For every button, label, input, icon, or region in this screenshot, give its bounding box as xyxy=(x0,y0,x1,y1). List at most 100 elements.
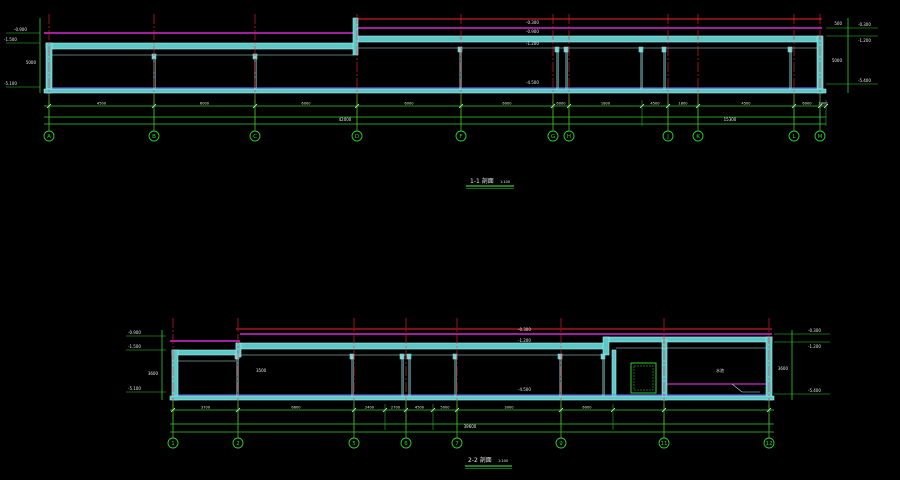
s2-bay-dim: 3700 xyxy=(201,406,211,410)
s1-grid-label: F xyxy=(459,134,462,140)
s1-grid-label: G xyxy=(551,134,555,140)
s1-grid-label: M xyxy=(818,134,823,140)
s2-bay-dim: 3000 xyxy=(504,406,514,410)
s1-bay-dim: 6000 xyxy=(200,102,210,106)
s2-grid-label: 5 xyxy=(352,441,356,447)
s1-bay-dim: 2400 xyxy=(818,102,828,106)
s2-bay-dim: 6600 xyxy=(291,406,301,410)
s1-right-elev-3: -5.400 xyxy=(858,78,871,83)
s1-grid-label: H xyxy=(567,134,571,140)
s1-bay-dim: 6000 xyxy=(301,102,311,106)
s1-grid-bubble xyxy=(351,130,363,142)
s1-total-dim-1: 42000 xyxy=(339,117,352,122)
s1-right-vdim-2: 500 xyxy=(834,21,842,26)
s2-top-mark-3: -4.500 xyxy=(518,387,531,392)
s1-bay-dim: 6000 xyxy=(404,102,414,106)
s2-bay-dim: 6000 xyxy=(582,406,592,410)
s1-top-mark-2: -0.900 xyxy=(526,29,539,34)
s1-grid-bubble xyxy=(547,130,559,142)
s1-grid-bubble xyxy=(692,130,704,142)
s2-grid-label: 6 xyxy=(404,441,408,447)
s2-pool-slope xyxy=(731,383,760,393)
s2-left-vdim-1: 3600 xyxy=(148,371,159,376)
s1-total-dim-2: 15300 xyxy=(724,117,737,122)
s1-grid-label: J xyxy=(666,134,669,140)
s1-bay-dim: 6000 xyxy=(502,102,512,106)
s2-total-dim-1: 39600 xyxy=(464,424,477,429)
s2-room-tag: 水池 xyxy=(716,367,724,373)
s1-grid-label: L xyxy=(792,134,796,140)
s2-bay-dim: 2400 xyxy=(365,406,375,410)
s2-wall-inner xyxy=(611,349,617,399)
s1-bay-dim: 4500 xyxy=(97,102,107,106)
s2-base-slab xyxy=(169,395,775,401)
s1-grid-bubble xyxy=(455,130,467,142)
s2-grid-bubble xyxy=(451,437,463,449)
s1-top-mark-4: -4.500 xyxy=(526,80,539,85)
s2-step-wall-2 xyxy=(602,336,610,356)
s2-grid-label: 2 xyxy=(236,441,240,447)
s1-bay-dim: 6000 xyxy=(802,102,812,106)
s2-roof-slab-mid xyxy=(235,342,609,350)
s1-right-elev-2: -1.200 xyxy=(858,38,871,43)
s2-right-vdim-1: 3600 xyxy=(778,366,789,371)
s1-grid-bubble xyxy=(43,130,55,142)
s2-wall-pool-left xyxy=(661,339,668,401)
s1-roof-slab-right xyxy=(355,35,823,43)
s2-grid-bubble xyxy=(555,437,567,449)
s1-grid-label: A xyxy=(47,134,51,140)
s2-grid-label: 11 xyxy=(661,441,668,447)
s2-roof-slab-low xyxy=(171,349,241,356)
s2-scale: 1:100 xyxy=(498,459,508,463)
s2-left-elev-3: -5.100 xyxy=(128,386,141,391)
s2-left-elev-2: -1.500 xyxy=(128,344,141,349)
s2-mid-vdim: 3500 xyxy=(256,368,267,373)
s1-right-vdim-1: 5000 xyxy=(832,58,843,63)
s2-grid-label: 9 xyxy=(559,441,563,447)
s2-grid-bubble xyxy=(658,437,670,449)
s2-top-mark-1: -0.300 xyxy=(518,327,531,332)
s2-grid-bubble xyxy=(167,437,179,449)
s1-roof-slab-left xyxy=(45,42,357,50)
s2-right-elev-2: -1.200 xyxy=(808,344,821,349)
s1-grid-bubble xyxy=(814,130,826,142)
s1-grid-bubble xyxy=(249,130,261,142)
s1-step-wall xyxy=(352,17,359,56)
s2-columns xyxy=(234,353,606,396)
s1-bay-dim: 4500 xyxy=(650,102,660,106)
s2-top-mark-2: -1.200 xyxy=(518,338,531,343)
s2-bay-dim: 4500 xyxy=(415,406,425,410)
s1-grid-label: K xyxy=(696,134,700,140)
s2-grid-bubble xyxy=(763,437,775,449)
s1-bay-dim: 6000 xyxy=(556,102,566,106)
s2-roof-slab-right xyxy=(603,336,773,343)
s2-bay-dim: 5000 xyxy=(440,406,450,410)
s2-grid-label: 1 xyxy=(171,441,175,447)
s2-grid-label: 7 xyxy=(455,441,459,447)
s2-grid-bubble xyxy=(400,437,412,449)
s1-grid-bubble xyxy=(563,130,575,142)
s1-title: 1-1 剖面 xyxy=(470,177,494,185)
s1-grid-label: C xyxy=(253,134,257,140)
s2-left-elev-1: -0.900 xyxy=(128,330,141,335)
s1-base-slab xyxy=(43,88,827,94)
s1-grid-bubble xyxy=(148,130,160,142)
s1-scale: 1:100 xyxy=(500,180,510,184)
s2-right-elev-1: -0.300 xyxy=(808,328,821,333)
s1-bay-dim: 4500 xyxy=(741,102,751,106)
s2-equipment-box xyxy=(630,362,657,394)
s1-top-mark-3: -1.200 xyxy=(526,41,539,46)
s1-grid-bubble xyxy=(662,130,674,142)
s1-top-mark-1: -0.300 xyxy=(526,20,539,25)
s1-left-elev-2: -1.500 xyxy=(4,37,17,42)
s1-grid-label: D xyxy=(355,134,359,140)
s2-equipment-box-inner xyxy=(633,365,654,391)
s2-grid-bubble xyxy=(232,437,244,449)
s1-left-elev-3: -5.100 xyxy=(4,81,17,86)
s2-title: 2-2 剖面 xyxy=(468,456,492,464)
s1-bay-dim: 1800 xyxy=(678,102,688,106)
